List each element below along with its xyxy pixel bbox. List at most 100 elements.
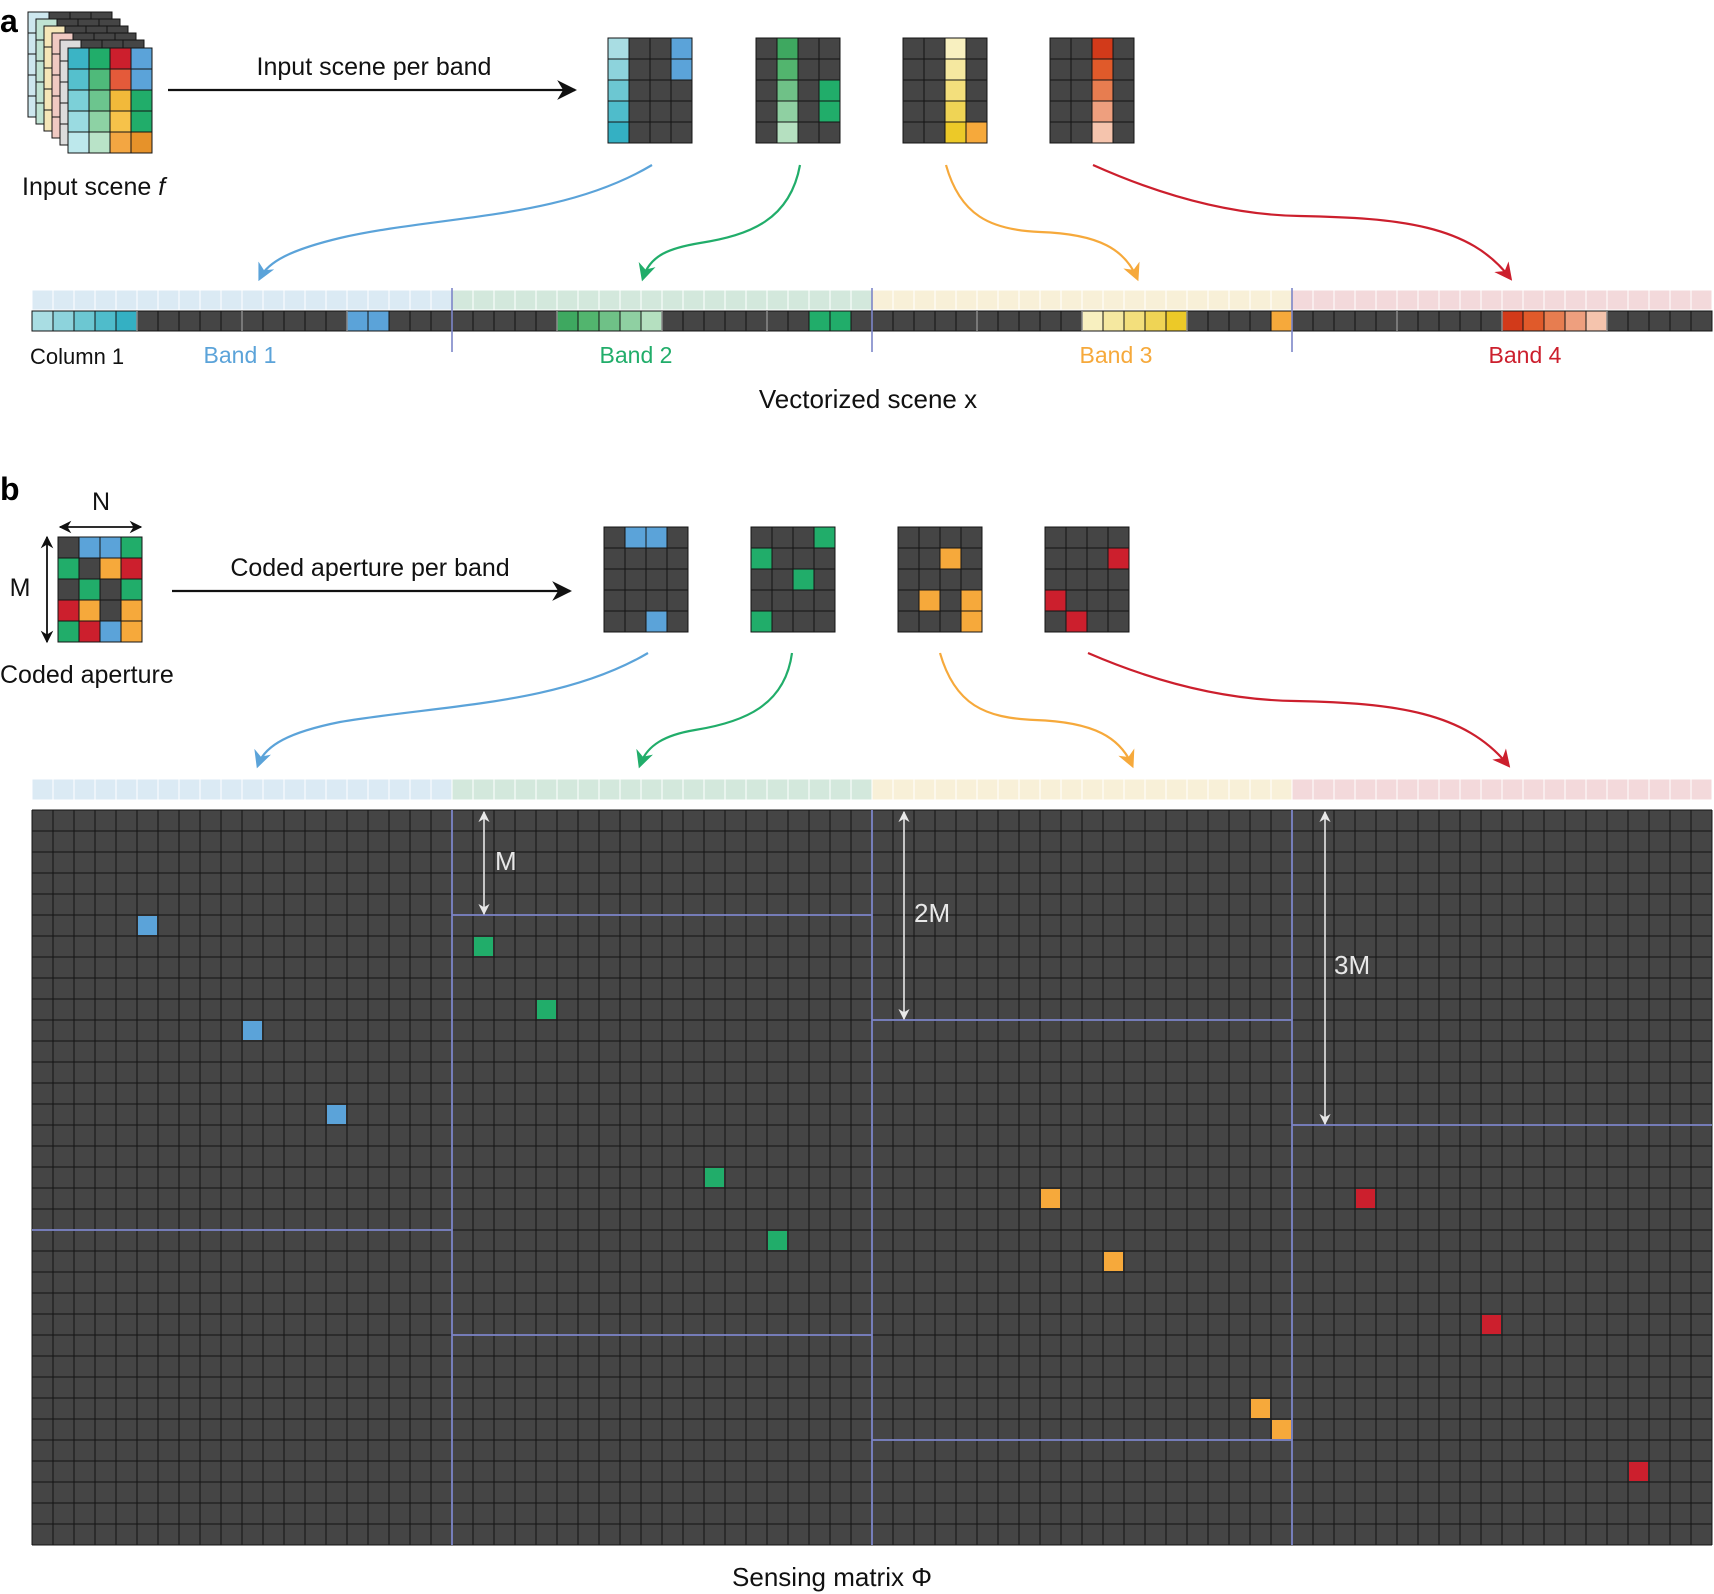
band-2-aperture-grid-cell <box>792 568 815 591</box>
matrix-band-header-cell <box>556 778 579 801</box>
band-4-aperture-grid-cell <box>1065 547 1088 570</box>
coded-aperture-cell-grid-cell <box>78 536 101 559</box>
band-4-aperture-grid-cell <box>1044 589 1067 612</box>
input-scene-stack <box>27 11 153 154</box>
matrix-band-header-cell <box>262 778 285 801</box>
band-3-scene-grid-cell <box>965 37 988 60</box>
matrix-band-header-cell <box>535 778 558 801</box>
band-1-scene-grid-cell <box>628 100 651 123</box>
band-header-cell <box>1018 289 1041 311</box>
vector-cell <box>1543 310 1566 332</box>
vector-cell <box>1522 310 1545 332</box>
matrix-band-header-cell <box>829 778 852 801</box>
band-header-cell <box>1270 289 1293 311</box>
band-3-scene-grid-cell <box>902 121 925 144</box>
band-3-scene-grid <box>902 37 988 144</box>
band-header-cell <box>1690 289 1713 311</box>
band-header-cell <box>1102 289 1125 311</box>
band-4-nonzero-entry <box>1482 1315 1501 1334</box>
band-header-cell <box>283 289 306 311</box>
band-header-cell <box>241 289 264 311</box>
band-header-cell <box>1228 289 1251 311</box>
band-header-cell <box>199 289 222 311</box>
vector-cell <box>829 310 852 332</box>
band-header-cell <box>493 289 516 311</box>
coded-aperture-cell-grid-cell <box>120 620 143 643</box>
matrix-band-header-cell <box>220 778 243 801</box>
band-1-aperture-grid-cell <box>624 547 647 570</box>
band-3-aperture-grid-cell <box>897 568 920 591</box>
band-header-cell <box>1627 289 1650 311</box>
band-3-aperture-grid-cell <box>918 526 941 549</box>
band-3-aperture-grid-cell <box>897 589 920 612</box>
matrix-band-header-cell <box>1312 778 1335 801</box>
vector-cell <box>451 310 474 332</box>
band-header-cell <box>577 289 600 311</box>
band-2-scene-grid-cell <box>755 79 778 102</box>
band-header-cell <box>31 289 54 311</box>
band3-curve-arrow <box>944 164 1140 282</box>
band-3-scene-grid-cell <box>923 37 946 60</box>
band-1-scene-grid-cell <box>628 121 651 144</box>
band-2-scene-grid-cell <box>818 121 841 144</box>
band-3-scene-grid-cell <box>923 58 946 81</box>
vector-cell <box>745 310 768 332</box>
matrix-band-header-cell <box>745 778 768 801</box>
band-header-cell <box>1249 289 1272 311</box>
matrix-band-header-cell <box>493 778 516 801</box>
vector-cell <box>1060 310 1083 332</box>
band-4-aperture-grid-cell <box>1086 526 1109 549</box>
band-1-aperture-grid-cell <box>624 526 647 549</box>
band-4-aperture-grid-cell <box>1044 568 1067 591</box>
panel-b: b N M Coded aperture Coded aperture per … <box>0 471 1713 1592</box>
coded-aperture-grid <box>57 536 143 643</box>
band4-aperture-curve-arrow <box>1087 651 1511 768</box>
matrix-band-header-cell <box>52 778 75 801</box>
vector-cell <box>871 310 894 332</box>
band-3-aperture-grid-cell <box>918 568 941 591</box>
matrix-band-header-cell <box>1501 778 1524 801</box>
band-1-nonzero-entry <box>327 1105 346 1124</box>
matrix-band-header-cell <box>31 778 54 801</box>
vector-cell <box>1669 310 1692 332</box>
matrix-band-header-cell <box>1690 778 1713 801</box>
band-1-nonzero-entry <box>138 916 157 935</box>
matrix-band-header-cell <box>325 778 348 801</box>
band-3-aperture-grid-cell <box>897 547 920 570</box>
band-1-aperture-grid-cell <box>666 568 689 591</box>
band-header-cell <box>472 289 495 311</box>
band-header-cell <box>262 289 285 311</box>
vector-cell <box>703 310 726 332</box>
band-4-aperture-grid-cell <box>1086 589 1109 612</box>
band-2-nonzero-entry <box>474 937 493 956</box>
band-4-scene-grid-cell <box>1091 100 1114 123</box>
coded-aperture-cell-grid-cell <box>78 599 101 622</box>
band-3-scene-grid-cell <box>902 58 925 81</box>
band-3-aperture-grid-cell <box>939 547 962 570</box>
stack-front-layer-cell <box>130 68 153 91</box>
column-1-label: Column 1 <box>30 344 124 369</box>
offset-2m-label: 2M <box>914 898 950 928</box>
vector-cell <box>157 310 180 332</box>
stack-front-layer-cell <box>88 110 111 133</box>
coded-aperture-cell-grid-cell <box>120 536 143 559</box>
vector-cell <box>1270 310 1293 332</box>
band-4-aperture-grid-cell <box>1107 526 1130 549</box>
vector-cell <box>1585 310 1608 332</box>
stack-front-layer-cell <box>130 47 153 70</box>
band1-aperture-curve-arrow <box>254 652 649 769</box>
band-1-aperture-grid-cell <box>603 610 626 633</box>
band-1-aperture-grid <box>603 526 689 633</box>
vector-cell <box>220 310 243 332</box>
matrix-band-header-cell <box>409 778 432 801</box>
band-header-cell <box>1543 289 1566 311</box>
band-4-aperture-grid-cell <box>1086 547 1109 570</box>
coded-aperture-cell-grid-cell <box>99 620 122 643</box>
panel-a: a Input scene f Input scene per band Col… <box>0 3 1713 414</box>
band-header-cell <box>94 289 117 311</box>
coded-aperture-cell-grid-cell <box>120 578 143 601</box>
matrix-band-header-cell <box>913 778 936 801</box>
matrix-band-header-cell <box>1270 778 1293 801</box>
matrix-band-header-cell <box>1606 778 1629 801</box>
coded-aperture-arrow-label: Coded aperture per band <box>230 554 509 582</box>
